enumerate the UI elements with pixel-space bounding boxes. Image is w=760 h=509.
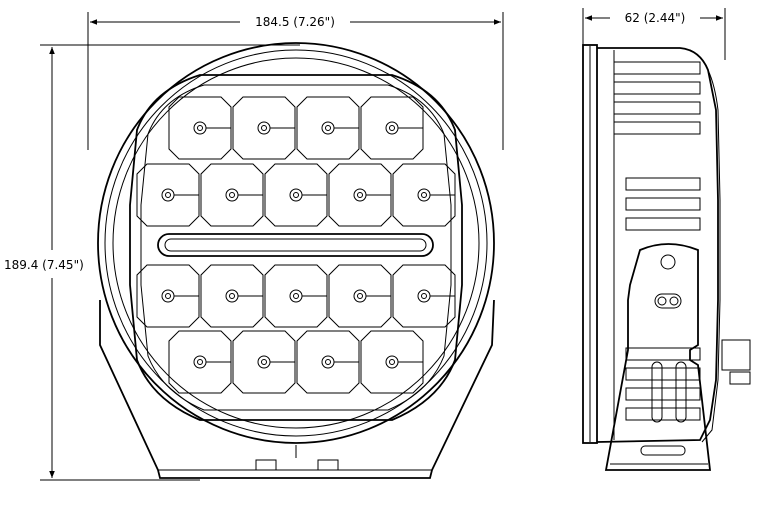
led-module bbox=[264, 163, 328, 227]
cooling-fin bbox=[625, 367, 701, 381]
cooling-fin bbox=[613, 81, 701, 95]
bracket-bolt-hole bbox=[660, 254, 676, 270]
led-module bbox=[328, 163, 392, 227]
led-module bbox=[328, 264, 392, 328]
width-dimension-label: 184.5 (7.26") bbox=[255, 15, 335, 29]
bracket-slot bbox=[654, 293, 682, 309]
led-module bbox=[264, 264, 328, 328]
outer-bezel bbox=[97, 42, 495, 444]
side-view: 62 (2.44") bbox=[582, 8, 751, 471]
depth-dimension-label: 62 (2.44") bbox=[625, 11, 686, 25]
led-module bbox=[136, 163, 200, 227]
lens-frame bbox=[129, 74, 463, 421]
led-module bbox=[392, 163, 456, 227]
cooling-fin bbox=[625, 347, 701, 361]
led-module bbox=[392, 264, 456, 328]
led-module bbox=[200, 264, 264, 328]
cooling-fin bbox=[625, 387, 701, 401]
led-module bbox=[200, 163, 264, 227]
led-module bbox=[296, 96, 360, 160]
side-bezel bbox=[582, 44, 598, 444]
cooling-fin bbox=[625, 197, 701, 211]
led-module bbox=[296, 330, 360, 394]
led-module bbox=[168, 330, 232, 394]
cooling-fin bbox=[625, 217, 701, 231]
cooling-fin bbox=[613, 61, 701, 75]
width-dimension: 184.5 (7.26") bbox=[87, 12, 504, 150]
housing-base bbox=[99, 299, 495, 479]
led-array bbox=[136, 96, 456, 394]
mounting-bracket bbox=[604, 243, 712, 471]
cooling-fin bbox=[613, 101, 701, 115]
led-module bbox=[232, 96, 296, 160]
depth-dimension: 62 (2.44") bbox=[582, 8, 726, 60]
led-module bbox=[136, 264, 200, 328]
cooling-fin bbox=[625, 407, 701, 421]
mount-tab-right bbox=[317, 459, 339, 471]
mount-tab-left bbox=[255, 459, 277, 471]
cooling-fin bbox=[625, 177, 701, 191]
height-dimension-label: 189.4 (7.45") bbox=[4, 258, 84, 272]
height-dimension: 189.4 (7.45") bbox=[2, 44, 300, 481]
drl-light-bar bbox=[157, 233, 434, 257]
led-module bbox=[360, 330, 424, 394]
led-module bbox=[168, 96, 232, 160]
led-module bbox=[232, 330, 296, 394]
front-view: 184.5 (7.26") 189.4 (7.45") bbox=[2, 12, 504, 481]
side-connector bbox=[721, 339, 751, 371]
led-module bbox=[360, 96, 424, 160]
cooling-fin bbox=[613, 121, 701, 135]
cooling-fins bbox=[613, 49, 721, 443]
